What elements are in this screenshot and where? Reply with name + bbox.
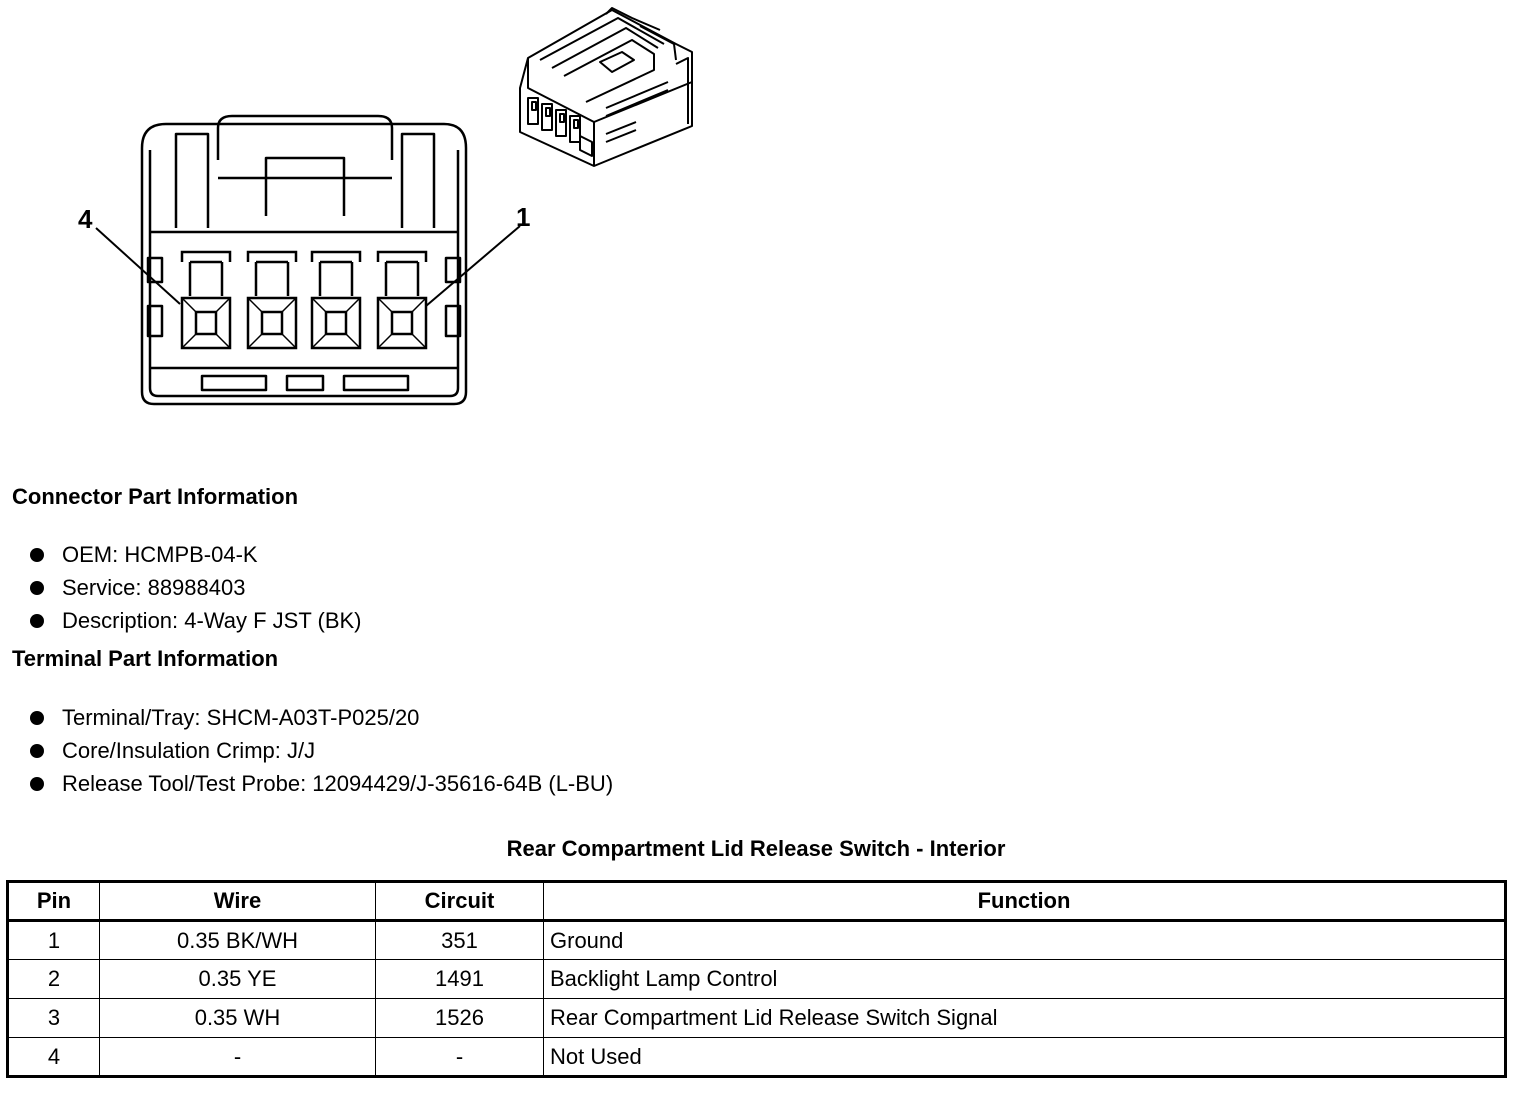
terminal-info-item: Core/Insulation Crimp: J/J [28, 734, 613, 767]
pinout-table: Pin Wire Circuit Function 1 0.35 BK/WH 3… [6, 880, 1507, 1078]
bullet-icon [30, 548, 44, 562]
bullet-icon [30, 581, 44, 595]
table-row: 4 - - Not Used [7, 1037, 1506, 1077]
cell-function: Ground [543, 920, 1506, 960]
connector-isometric-view [519, 7, 693, 167]
terminal-part-info-list: Terminal/Tray: SHCM-A03T-P025/20 Core/In… [28, 701, 613, 800]
cell-pin: 2 [7, 959, 100, 999]
table-header-row: Pin Wire Circuit Function [7, 881, 1506, 922]
pin-1-callout: 1 [516, 202, 530, 232]
bullet-icon [30, 744, 44, 758]
terminal-cavity [310, 250, 362, 350]
cell-wire: 0.35 WH [99, 998, 376, 1038]
cell-circuit: 1491 [375, 959, 544, 999]
connector-part-info-heading: Connector Part Information [12, 484, 299, 509]
terminal-cavity [180, 250, 232, 350]
cell-function: Not Used [543, 1037, 1506, 1077]
terminal-part-info-heading: Terminal Part Information [12, 646, 279, 671]
terminal-cavity [246, 250, 298, 350]
terminal-info-item: Terminal/Tray: SHCM-A03T-P025/20 [28, 701, 613, 734]
cell-wire: 0.35 BK/WH [99, 920, 376, 960]
header-function: Function [543, 881, 1506, 922]
cell-wire: 0.35 YE [99, 959, 376, 999]
header-wire: Wire [99, 881, 376, 922]
cell-circuit: 351 [375, 920, 544, 960]
connector-info-item: Description: 4-Way F JST (BK) [28, 604, 362, 637]
cell-circuit: 1526 [375, 998, 544, 1038]
connector-info-item: OEM: HCMPB-04-K [28, 538, 362, 571]
bullet-icon [30, 614, 44, 628]
bullet-icon [30, 777, 44, 791]
connector-face-view: 4 1 [78, 114, 530, 406]
cell-pin: 4 [7, 1037, 100, 1077]
pinout-table-title: Rear Compartment Lid Release Switch - In… [506, 836, 1006, 861]
pin-4-callout: 4 [78, 204, 93, 234]
connector-part-info-list: OEM: HCMPB-04-K Service: 88988403 Descri… [28, 538, 362, 637]
table-row: 2 0.35 YE 1491 Backlight Lamp Control [7, 959, 1506, 999]
cell-function: Backlight Lamp Control [543, 959, 1506, 999]
bullet-icon [30, 711, 44, 725]
cell-pin: 3 [7, 998, 100, 1038]
terminal-info-item: Release Tool/Test Probe: 12094429/J-3561… [28, 767, 613, 800]
cell-circuit: - [375, 1037, 544, 1077]
header-circuit: Circuit [375, 881, 544, 922]
table-row: 1 0.35 BK/WH 351 Ground [7, 920, 1506, 960]
cell-function: Rear Compartment Lid Release Switch Sign… [543, 998, 1506, 1038]
cell-pin: 1 [7, 920, 100, 960]
cell-wire: - [99, 1037, 376, 1077]
header-pin: Pin [7, 881, 100, 922]
table-row: 3 0.35 WH 1526 Rear Compartment Lid Rele… [7, 998, 1506, 1038]
terminal-cavity [376, 250, 428, 350]
connector-info-item: Service: 88988403 [28, 571, 362, 604]
